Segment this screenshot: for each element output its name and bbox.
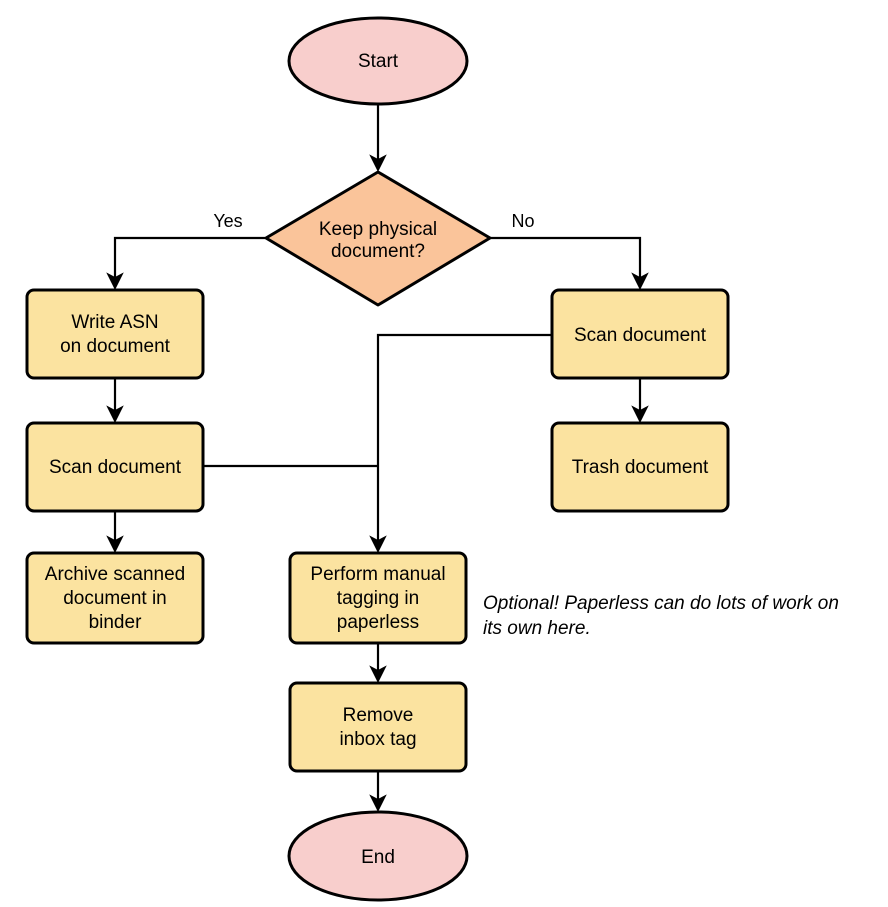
write-asn-label-line1: Write ASN bbox=[71, 312, 158, 333]
node-trash-document[interactable]: Trash document bbox=[550, 421, 730, 513]
node-archive-scanned-document-in-binder[interactable]: Archive scanned document in binder bbox=[25, 551, 205, 645]
start-label: Start bbox=[358, 51, 399, 72]
write-asn-rect-shape bbox=[25, 288, 205, 380]
remove-inbox-label-line2: inbox tag bbox=[339, 729, 416, 750]
start-ellipse-shape bbox=[287, 16, 469, 106]
trash-document-label: Trash document bbox=[572, 457, 709, 478]
node-scan-document-right[interactable]: Scan document bbox=[550, 288, 730, 380]
node-remove-inbox-tag[interactable]: Remove inbox tag bbox=[288, 681, 468, 773]
tagging-rect-shape bbox=[288, 551, 468, 645]
node-scan-document-left[interactable]: Scan document bbox=[25, 421, 205, 513]
annotation-optional-note: Optional! Paperless can do lots of work … bbox=[483, 593, 839, 639]
node-perform-manual-tagging-in-paperless[interactable]: Perform manual tagging in paperless bbox=[288, 551, 468, 645]
write-asn-label-line2: on document bbox=[60, 336, 171, 357]
scan-document-left-rect-shape bbox=[25, 421, 205, 513]
scan-document-right-rect-shape bbox=[550, 288, 730, 380]
decision-label-line1: Keep physical bbox=[319, 219, 437, 240]
trash-document-rect-shape bbox=[550, 421, 730, 513]
tagging-label-line2: tagging in bbox=[337, 588, 419, 609]
archive-label-line2: document in bbox=[63, 588, 167, 609]
archive-rect-shape bbox=[25, 551, 205, 645]
tagging-label-line3: paperless bbox=[337, 612, 419, 633]
node-start[interactable]: Start bbox=[287, 16, 469, 106]
archive-label-line1: Archive scanned bbox=[45, 564, 185, 585]
scan-document-right-label: Scan document bbox=[574, 325, 707, 346]
decision-diamond-shape bbox=[264, 170, 492, 307]
decision-label-line2: document? bbox=[331, 241, 425, 262]
tagging-label-line1: Perform manual bbox=[310, 564, 445, 585]
node-decision-keep-physical-document[interactable]: Keep physical document? bbox=[264, 170, 492, 307]
remove-inbox-label-line1: Remove bbox=[343, 705, 414, 726]
annotation-line2: its own here. bbox=[483, 618, 591, 639]
scan-document-left-label: Scan document bbox=[49, 457, 182, 478]
edge-decision-no-to-scan-right bbox=[490, 236, 649, 290]
edge-decision-yes-to-write-asn bbox=[106, 236, 265, 290]
remove-inbox-rect-shape bbox=[288, 681, 468, 773]
node-write-asn-on-document[interactable]: Write ASN on document bbox=[25, 288, 205, 380]
annotation-line1: Optional! Paperless can do lots of work … bbox=[483, 593, 839, 614]
end-label: End bbox=[361, 847, 395, 868]
archive-label-line3: binder bbox=[89, 612, 142, 633]
edge-label-yes: Yes bbox=[213, 211, 242, 231]
edge-label-no: No bbox=[511, 211, 534, 231]
node-end[interactable]: End bbox=[287, 810, 469, 902]
end-ellipse-shape bbox=[287, 810, 469, 902]
edge-scan-right-to-tagging bbox=[369, 333, 552, 553]
